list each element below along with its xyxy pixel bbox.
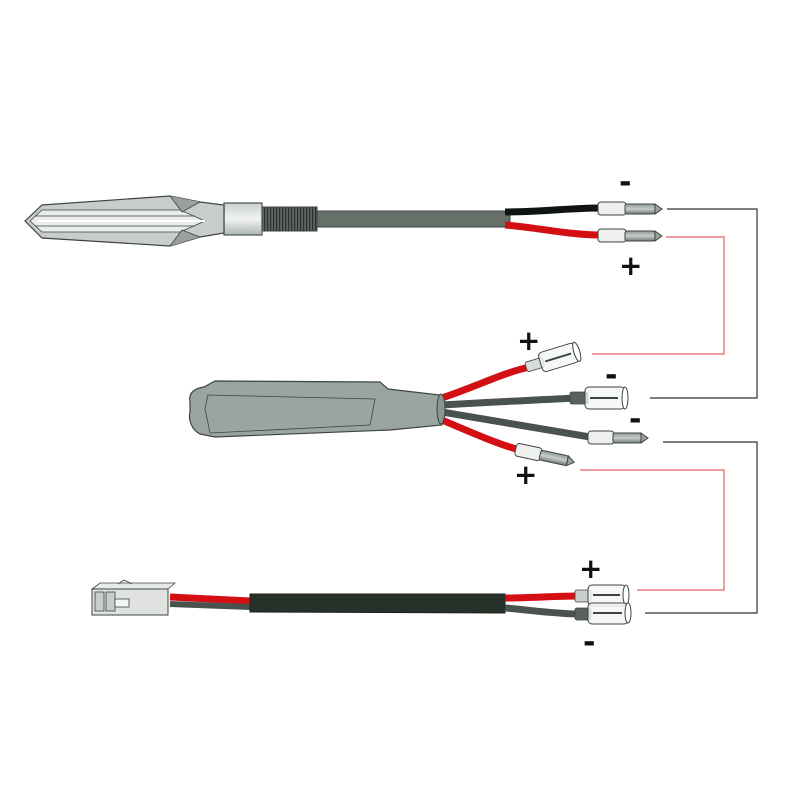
adapter-sheath [249, 593, 506, 614]
link-negative-resistor-to-adapter [645, 441, 758, 614]
led-indicator [24, 195, 663, 247]
resistor-wire-red-top [440, 363, 531, 402]
adapter-wire-gray [504, 604, 581, 618]
label-resistor-positive-bottom: + [514, 458, 538, 491]
indicator-wire-black [504, 204, 601, 216]
label-adapter-positive: + [579, 552, 603, 585]
label-indicator-negative: - [619, 165, 632, 200]
adapter-plug [90, 579, 177, 616]
resistor-terminal-positive-male [514, 443, 576, 467]
label-resistor-negative-2: - [629, 402, 642, 437]
adapter-terminal-positive-female [574, 584, 630, 607]
resistor-terminal-negative-male [587, 430, 649, 445]
adapter-wire-red [504, 592, 581, 602]
label-resistor-positive-top: + [517, 324, 541, 357]
plug-adapter [90, 579, 632, 625]
label-indicator-positive: + [619, 249, 643, 282]
link-positive-resistor-to-adapter [580, 469, 725, 591]
resistor-wire-gray-2 [441, 408, 591, 441]
load-resistor [188, 341, 649, 467]
link-positive-indicator-to-resistor [592, 236, 725, 355]
link-negative-indicator-to-resistor [650, 208, 758, 399]
resistor-terminal-negative-female [569, 386, 629, 410]
label-resistor-negative-1: - [605, 358, 618, 393]
indicator-collar [223, 202, 263, 236]
indicator-thread [261, 206, 318, 232]
indicator-wire-red [504, 221, 601, 239]
adapter-terminal-negative-female [574, 602, 632, 625]
indicator-cable [299, 210, 511, 228]
resistor-terminal-positive-female [524, 341, 582, 372]
resistor-wire-red-bottom [440, 416, 521, 454]
resistor-wire-gray-1 [441, 394, 576, 409]
label-adapter-negative: - [583, 625, 596, 660]
connection-lines [580, 208, 758, 614]
indicator-terminal-positive [597, 228, 663, 243]
indicator-terminal-negative [597, 201, 663, 216]
